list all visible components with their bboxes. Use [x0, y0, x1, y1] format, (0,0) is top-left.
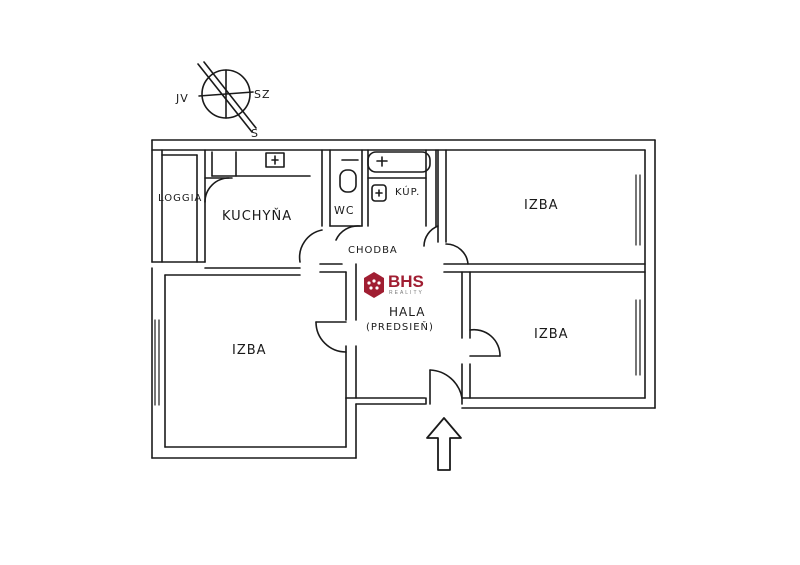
room-label-kitchen: KUCHYŇA: [222, 209, 293, 224]
bhs-logo-icon: [360, 266, 432, 300]
room-label-izba-top-right: IZBA: [524, 198, 559, 213]
room-label-izba-bottom-right: IZBA: [534, 327, 569, 342]
room-label-loggia: LOGGIA: [158, 193, 203, 204]
entrance-door: [425, 369, 463, 405]
room-label-bathroom: KÚP.: [395, 187, 421, 198]
outer-walls: [151, 139, 656, 459]
bathroom-walls: [367, 149, 439, 247]
compass-label-jv: JV: [176, 92, 189, 105]
room-label-wc: WC: [334, 204, 355, 217]
logo-name: BHS: [388, 272, 424, 291]
room-label-hall: HALA: [389, 305, 426, 319]
room-label-izba-left: IZBA: [232, 343, 267, 358]
compass-icon: [197, 61, 257, 133]
logo-subtitle: REALITY: [389, 290, 424, 296]
room-top-right-walls: [437, 149, 646, 273]
entrance-arrow-icon: [426, 417, 462, 471]
room-label-corridor: CHODBA: [348, 245, 398, 256]
windows: [154, 174, 641, 406]
room-label-hall-sub: (PREDSIEŇ): [366, 322, 434, 333]
kitchen-walls: [164, 149, 331, 276]
loggia-walls: [151, 149, 233, 263]
compass-label-sz: SZ: [254, 88, 271, 101]
hall-walls: [315, 263, 501, 399]
compass-label-s: S: [251, 127, 259, 140]
wc-walls: [329, 149, 369, 241]
